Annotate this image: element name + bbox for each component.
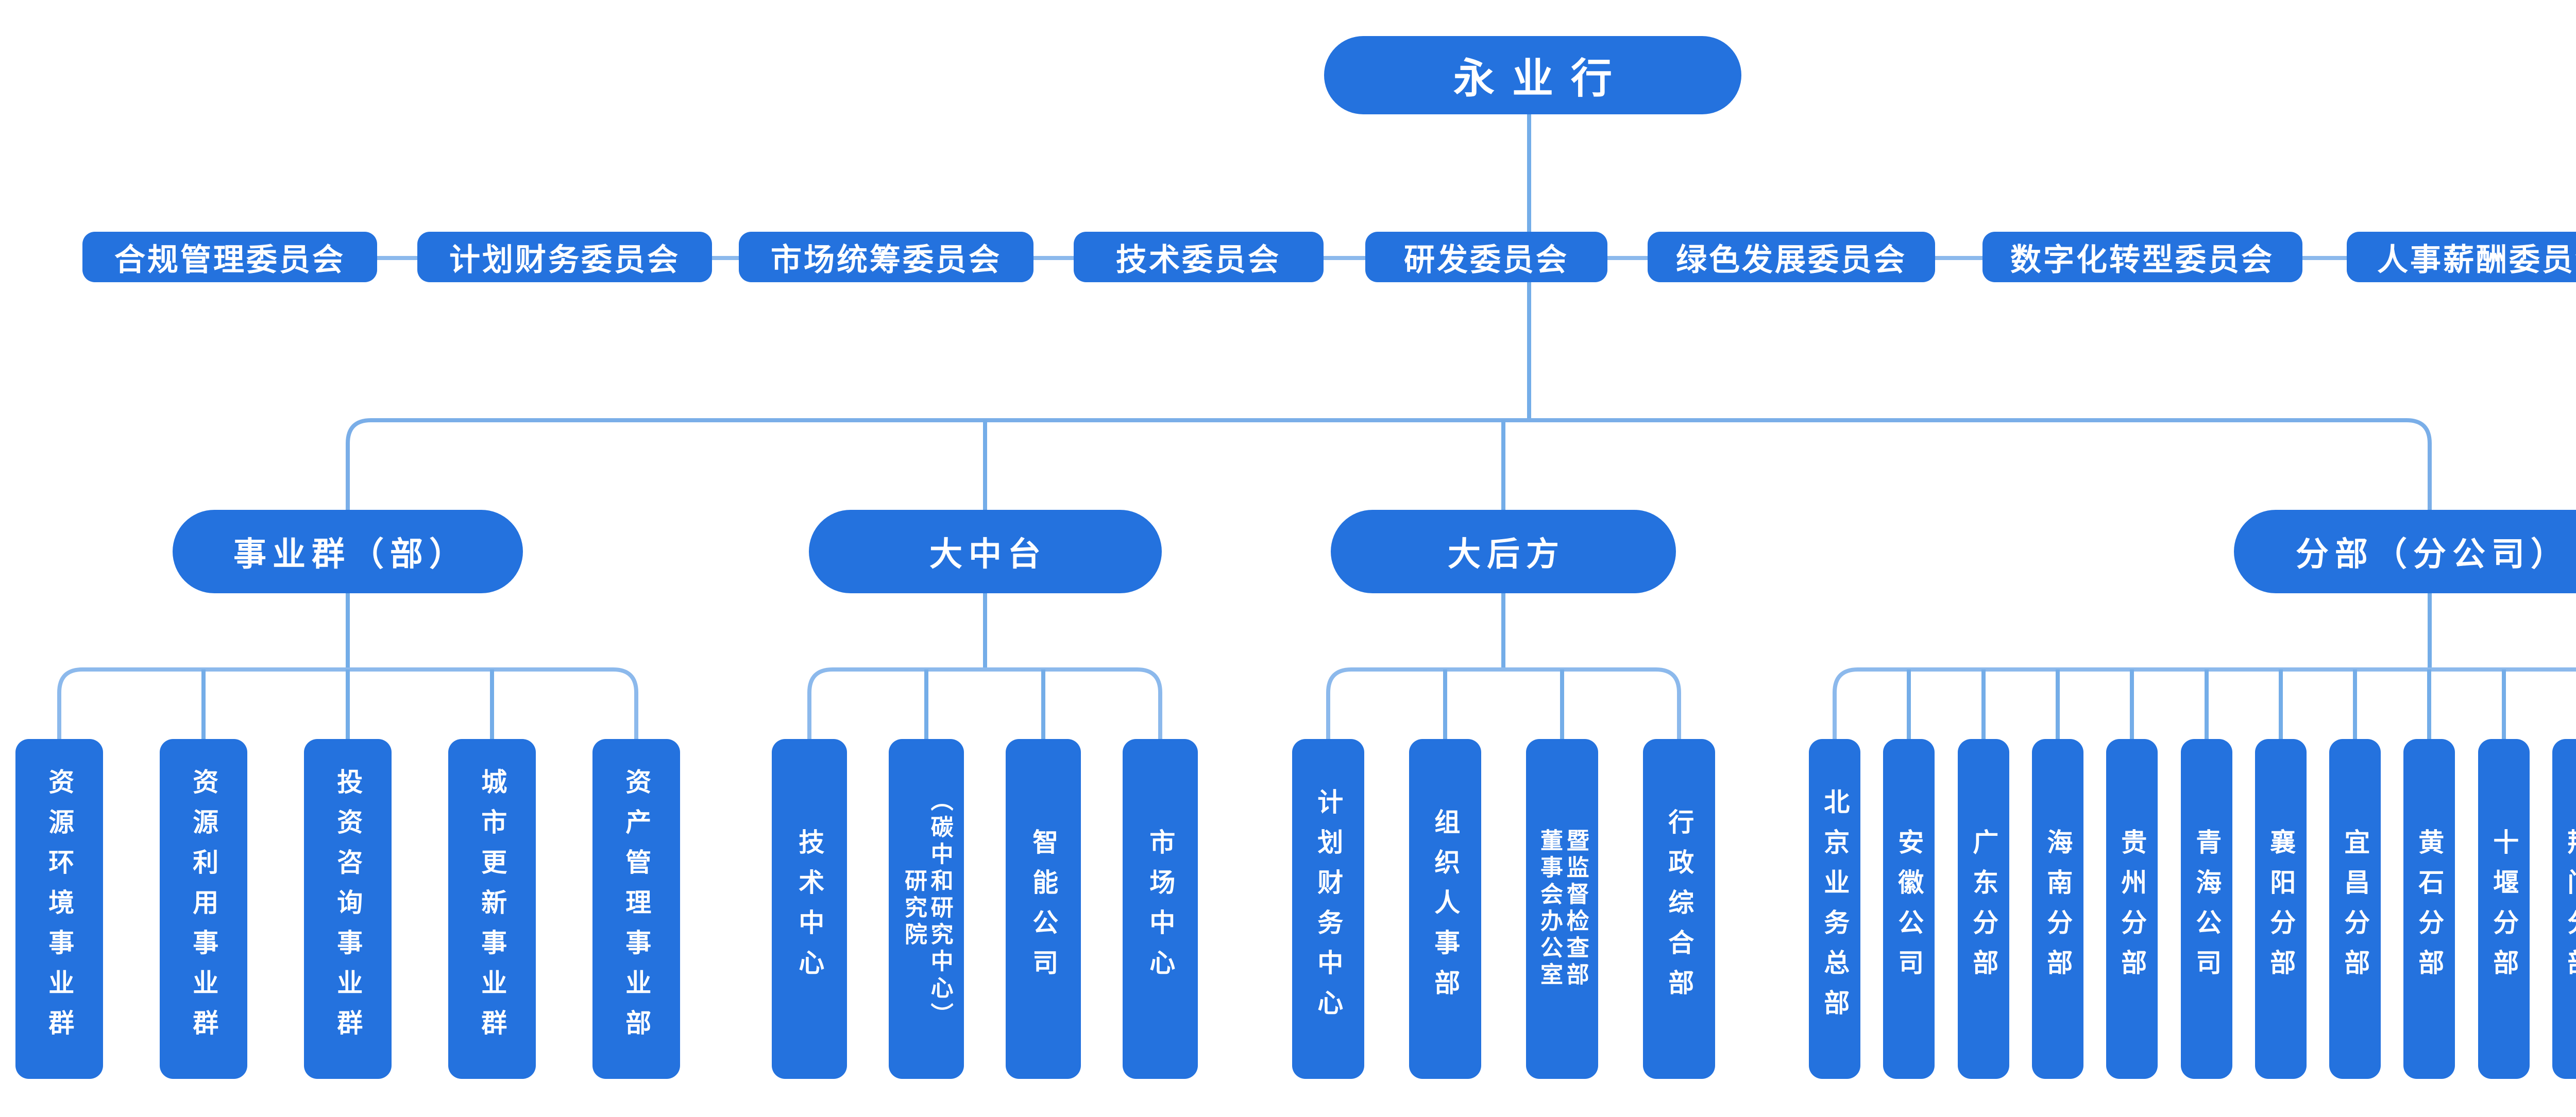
child-node-3-10-label: 荆门分部 [2564, 829, 2576, 989]
child-node-3-1: 安徽公司 [1883, 739, 1935, 1079]
group-pill-0: 事业群（部） [173, 510, 523, 593]
group-pill-3-label: 分部（分公司） [2296, 536, 2570, 573]
group-pill-1: 大中台 [808, 510, 1162, 593]
child-node-3-10: 荆门分部 [2552, 739, 2576, 1079]
committee-node-1: 计划财务委员会 [417, 232, 712, 282]
child-node-3-5: 青海公司 [2181, 739, 2232, 1079]
child-node-1-0-label: 技术中心 [795, 829, 824, 989]
child-node-2-1: 组织人事部 [1409, 739, 1481, 1079]
child-node-0-2-label: 投资咨询事业群 [333, 768, 363, 1050]
child-node-1-3: 市场中心 [1123, 739, 1198, 1079]
committee-node-4: 研发委员会 [1365, 232, 1607, 282]
child-node-1-2-label: 智能公司 [1029, 829, 1058, 989]
child-node-3-0-label: 北京业务总部 [1820, 788, 1850, 1029]
child-node-1-2: 智能公司 [1006, 739, 1081, 1079]
child-node-2-0-label: 计划财务中心 [1314, 788, 1343, 1029]
child-node-0-4: 资产管理事业部 [592, 739, 680, 1079]
committee-node-7-label: 人事薪酬委员会 [2377, 242, 2576, 277]
child-node-0-1-label: 资源利用事业群 [189, 768, 218, 1050]
group-pill-3: 分部（分公司） [2234, 510, 2576, 593]
child-node-2-2: 董事会办公室 暨监督检查部 [1526, 739, 1598, 1079]
committee-node-2: 市场统筹委员会 [739, 232, 1033, 282]
child-node-3-6-label: 襄阳分部 [2266, 829, 2296, 989]
child-node-2-0: 计划财务中心 [1292, 739, 1364, 1079]
child-node-3-4: 贵州分部 [2106, 739, 2158, 1079]
root-node: 永业行 [1324, 36, 1741, 114]
child-node-1-0: 技术中心 [772, 739, 847, 1079]
child-node-2-3-label: 行政综合部 [1665, 809, 1694, 1009]
child-node-3-1-label: 安徽公司 [1894, 829, 1924, 989]
group-pill-0-label: 事业群（部） [233, 536, 468, 573]
child-node-3-3: 海南分部 [2032, 739, 2083, 1079]
child-node-3-7-label: 宜昌分部 [2341, 829, 2370, 989]
committee-node-0: 合规管理委员会 [82, 232, 377, 282]
committee-node-5: 绿色发展委员会 [1648, 232, 1935, 282]
committee-node-5-label: 绿色发展委员会 [1676, 242, 1907, 277]
child-node-0-3: 城市更新事业群 [448, 739, 536, 1079]
child-node-3-9: 十堰分部 [2478, 739, 2530, 1079]
group-pill-1-label: 大中台 [929, 536, 1047, 573]
child-node-1-1: 研究院 （碳中和研究中心） [889, 739, 964, 1079]
committee-node-3: 技术委员会 [1073, 232, 1324, 282]
committee-node-4-label: 研发委员会 [1404, 242, 1569, 277]
child-node-0-0-label: 资源环境事业群 [45, 768, 74, 1050]
child-node-3-5-label: 青海公司 [2192, 829, 2222, 989]
child-node-3-6: 襄阳分部 [2255, 739, 2307, 1079]
child-node-0-2: 投资咨询事业群 [304, 739, 392, 1079]
committee-node-2-label: 市场统筹委员会 [771, 242, 1002, 277]
child-node-3-8-label: 黄石分部 [2415, 829, 2444, 989]
child-node-2-3: 行政综合部 [1643, 739, 1715, 1079]
child-node-1-1-label: 研究院 （碳中和研究中心） [901, 788, 953, 1029]
child-node-3-8: 黄石分部 [2403, 739, 2455, 1079]
child-node-3-2: 广东分部 [1958, 739, 2009, 1079]
group-pill-2-label: 大后方 [1448, 536, 1565, 573]
committee-node-7: 人事薪酬委员会 [2346, 232, 2576, 282]
committee-node-3-label: 技术委员会 [1116, 242, 1281, 277]
committee-node-1-label: 计划财务委员会 [449, 242, 680, 277]
child-node-2-1-label: 组织人事部 [1431, 809, 1460, 1009]
committee-node-0-label: 合规管理委员会 [114, 242, 345, 277]
child-node-2-2-label: 董事会办公室 暨监督检查部 [1537, 829, 1588, 989]
child-node-3-0: 北京业务总部 [1809, 739, 1860, 1079]
child-node-0-0: 资源环境事业群 [15, 739, 103, 1079]
child-node-0-3-label: 城市更新事业群 [478, 768, 507, 1050]
child-node-3-3-label: 海南分部 [2043, 829, 2073, 989]
group-pill-2: 大后方 [1331, 510, 1676, 593]
root-node-label: 永业行 [1453, 56, 1630, 101]
child-node-1-3-label: 市场中心 [1146, 829, 1175, 989]
child-node-3-4-label: 贵州分部 [2117, 829, 2147, 989]
child-node-0-4-label: 资产管理事业部 [622, 768, 651, 1050]
committee-node-6: 数字化转型委员会 [1982, 232, 2302, 282]
child-node-3-7: 宜昌分部 [2329, 739, 2381, 1079]
child-node-3-9-label: 十堰分部 [2489, 829, 2519, 989]
child-node-3-2-label: 广东分部 [1969, 829, 1998, 989]
child-node-0-1: 资源利用事业群 [160, 739, 247, 1079]
committee-node-6-label: 数字化转型委员会 [2010, 242, 2274, 277]
